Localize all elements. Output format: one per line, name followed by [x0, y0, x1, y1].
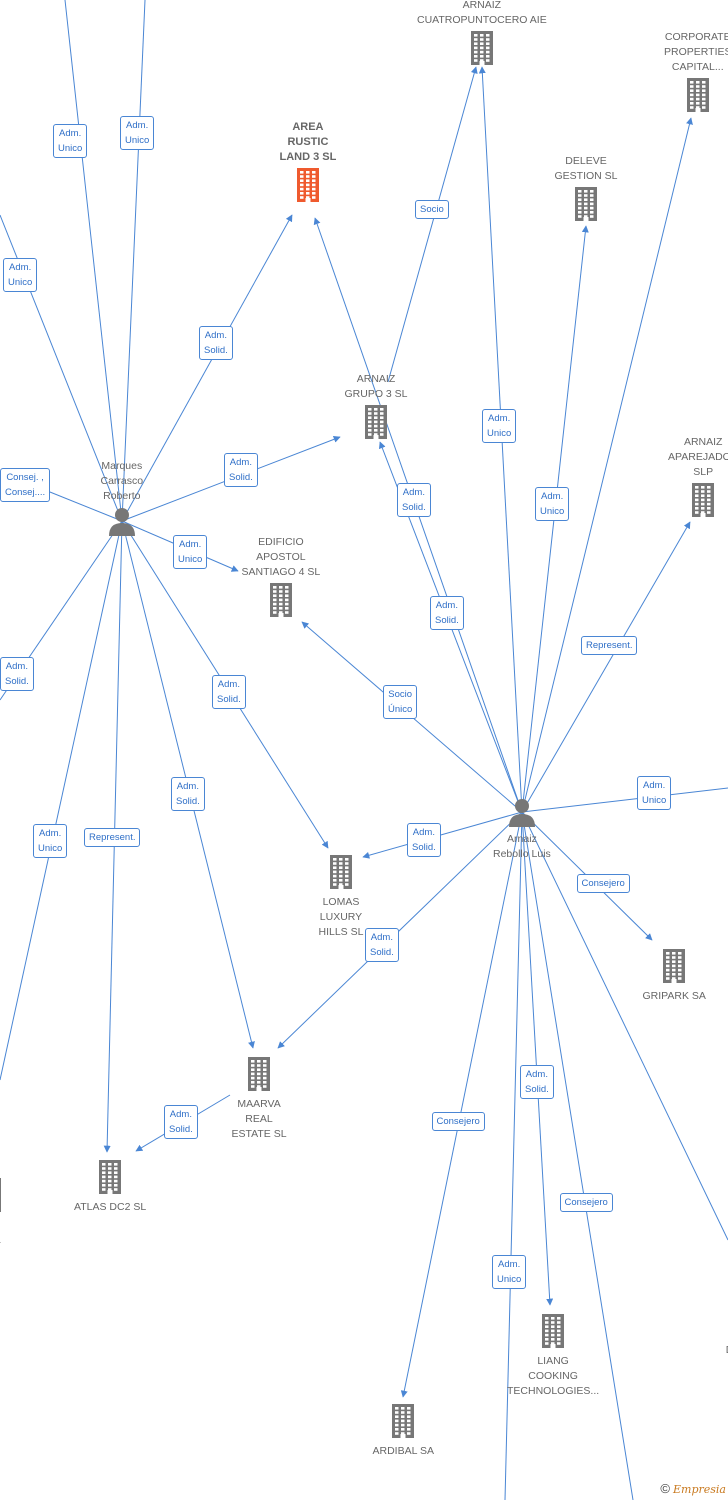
relation-edge — [121, 214, 293, 522]
relation-label[interactable]: Adm. Solid. — [212, 675, 246, 709]
company-label: ARDIBAL SA — [372, 1445, 434, 1457]
building-icon — [265, 582, 297, 623]
building-icon — [243, 1056, 275, 1097]
company-label: KU G DEVE — [724, 1313, 728, 1358]
relation-edge — [387, 66, 478, 383]
company-label: IAL 2 SL — [0, 1218, 6, 1248]
company-label: EDIFICIO APOSTOL SANTIAGO 4 SL — [241, 536, 321, 578]
relation-label[interactable]: Adm. Unico — [482, 409, 517, 443]
company-node-gripark[interactable]: GRIPARK SA — [643, 948, 706, 1004]
company-label: MAARVA REAL ESTATE SL — [231, 1098, 287, 1140]
building-icon — [466, 30, 498, 71]
relation-label[interactable]: Consejero — [431, 1111, 485, 1131]
company-label: ARNAIZ CUATROPUNTOCERO AIE — [417, 0, 547, 26]
relation-edge — [521, 787, 728, 813]
relation-edge — [121, 0, 146, 522]
company-label: ARNAIZ GRUPO 3 SL — [344, 373, 408, 400]
company-node-ial[interactable]: IAL 2 SL — [0, 1177, 6, 1248]
building-icon — [94, 1159, 126, 1200]
relation-label[interactable]: Represent. — [581, 635, 638, 655]
relation-label[interactable]: Adm. Unico — [173, 535, 208, 569]
person-icon — [507, 797, 537, 832]
company-node-ku[interactable]: KU G DEVE — [724, 1272, 728, 1358]
company-node-maarva[interactable]: MAARVA REAL ESTATE SL — [232, 1056, 287, 1142]
relation-label[interactable]: Consej. , Consej.... — [0, 468, 51, 502]
relation-label[interactable]: Adm. Solid. — [0, 657, 34, 691]
company-node-ardibal[interactable]: ARDIBAL SA — [373, 1403, 434, 1459]
building-icon — [724, 1272, 728, 1313]
relation-edge — [521, 811, 554, 1306]
building-icon — [0, 1177, 6, 1218]
building-icon — [658, 948, 690, 989]
company-label: LOMAS LUXURY HILLS SL — [318, 896, 364, 938]
building-icon — [687, 482, 719, 523]
relation-label[interactable]: Adm. Unico — [535, 487, 570, 521]
relation-label[interactable]: Socio — [415, 199, 449, 219]
brand-credit: © Empresia — [660, 1481, 726, 1496]
copyright-symbol: © — [660, 1481, 670, 1496]
person-label: Marques Carrasco Roberto — [100, 460, 144, 502]
person-node-marques[interactable]: Marques Carrasco Roberto — [100, 459, 144, 541]
relation-label[interactable]: Adm. Solid. — [224, 453, 258, 487]
company-label: GRIPARK SA — [642, 990, 706, 1002]
company-label: DELEVE GESTION SL — [554, 155, 618, 182]
relation-label[interactable]: Adm. Unico — [3, 258, 38, 292]
building-icon — [292, 167, 324, 208]
person-icon — [107, 506, 137, 541]
relation-edge — [504, 811, 523, 1500]
relation-label[interactable]: Adm. Solid. — [407, 823, 441, 857]
relation-label[interactable]: Adm. Unico — [120, 116, 155, 150]
relation-edge — [0, 520, 123, 1081]
company-node-arnaiz4[interactable]: ARNAIZ CUATROPUNTOCERO AIE — [417, 0, 547, 71]
relation-label[interactable]: Adm. Solid. — [171, 777, 205, 811]
company-node-atlas[interactable]: ATLAS DC2 SL — [74, 1159, 146, 1215]
building-icon — [682, 77, 714, 118]
relation-label[interactable]: Socio Único — [383, 685, 418, 719]
company-label: LIANG COOKING TECHNOLOGIES... — [507, 1355, 600, 1397]
relation-label[interactable]: Adm. Unico — [53, 124, 88, 158]
brand-name: Empresia — [673, 1483, 726, 1496]
relation-label[interactable]: Consejero — [576, 873, 630, 893]
relation-edge — [277, 811, 523, 1049]
relation-edge — [362, 811, 523, 859]
relation-label[interactable]: Adm. Unico — [492, 1255, 527, 1289]
building-icon — [570, 186, 602, 227]
relation-edge — [400, 811, 523, 1398]
relation-edge — [521, 811, 728, 1241]
company-node-arnaiz3[interactable]: ARNAIZ GRUPO 3 SL — [345, 372, 408, 445]
company-label: AREA RUSTIC LAND 3 SL — [279, 121, 337, 163]
relation-label[interactable]: Represent. — [84, 827, 141, 847]
relation-label[interactable]: Adm. Solid. — [164, 1105, 198, 1139]
company-label: ARNAIZ APAREJADOR SLP — [668, 436, 728, 478]
company-node-liang[interactable]: LIANG COOKING TECHNOLOGIES... — [507, 1313, 599, 1399]
relation-edge — [521, 117, 693, 813]
relation-label[interactable]: Adm. Solid. — [199, 326, 233, 360]
relation-label[interactable]: Adm. Solid. — [397, 483, 431, 517]
relation-label[interactable]: Adm. Solid. — [365, 928, 399, 962]
building-icon — [325, 854, 357, 895]
company-node-edificio[interactable]: EDIFICIO APOSTOL SANTIAGO 4 SL — [241, 535, 321, 623]
company-node-aparejador[interactable]: ARNAIZ APAREJADOR SLP — [668, 435, 728, 523]
relation-edge — [521, 811, 634, 1500]
relation-label[interactable]: Consejero — [559, 1192, 613, 1212]
company-node-lomas[interactable]: LOMAS LUXURY HILLS SL — [318, 854, 364, 940]
building-icon — [387, 1403, 419, 1444]
relation-label[interactable]: Adm. Solid. — [520, 1065, 554, 1099]
building-icon — [360, 404, 392, 445]
company-node-corporate[interactable]: CORPORATE PROPERTIES CAPITAL... — [664, 30, 728, 118]
relation-edge — [39, 487, 123, 522]
relation-label[interactable]: Adm. Unico — [33, 824, 68, 858]
person-node-arnaiz_luis[interactable]: Arnaiz Rebollo Luis — [493, 797, 551, 862]
relation-label[interactable]: Adm. Unico — [637, 776, 672, 810]
company-node-deleve[interactable]: DELEVE GESTION SL — [555, 154, 618, 227]
relation-edge — [64, 0, 123, 522]
person-label: Arnaiz Rebollo Luis — [493, 833, 551, 860]
building-icon — [537, 1313, 569, 1354]
company-label: ATLAS DC2 SL — [74, 1201, 147, 1213]
relation-label[interactable]: Adm. Solid. — [430, 596, 464, 630]
company-node-area[interactable]: AREA RUSTIC LAND 3 SL — [279, 120, 337, 208]
relation-edge — [521, 521, 691, 813]
company-label: CORPORATE PROPERTIES CAPITAL... — [664, 31, 728, 73]
